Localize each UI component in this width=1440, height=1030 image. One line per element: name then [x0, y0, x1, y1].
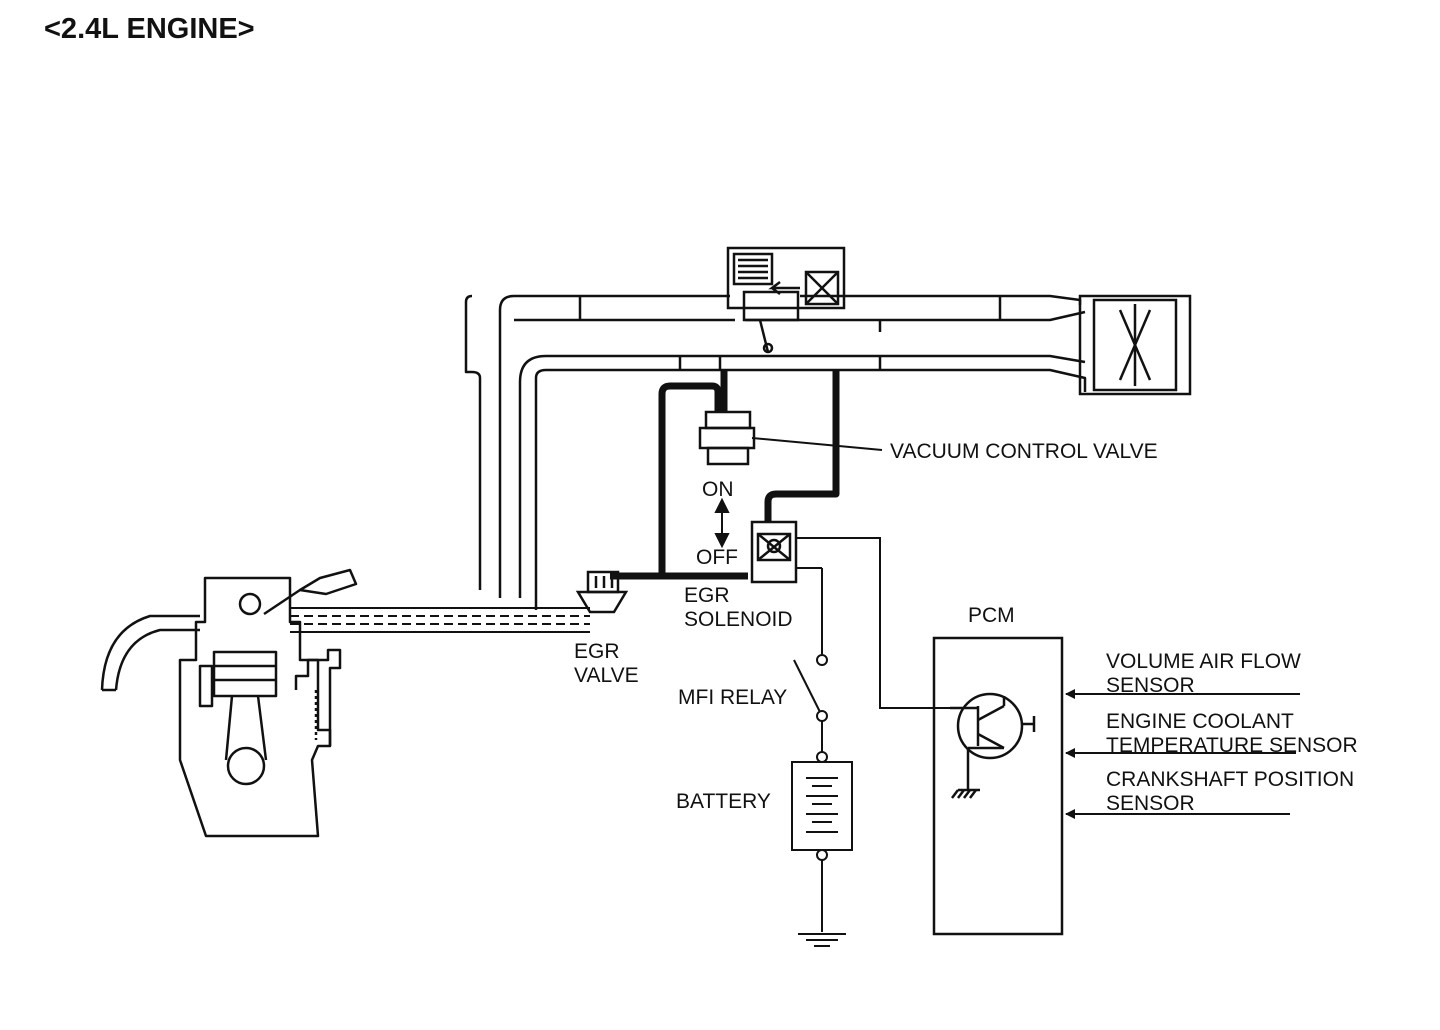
label-egr-valve-1: EGR [574, 640, 620, 663]
engine-cross-section [100, 568, 358, 838]
label-ect-sensor-2: TEMPERATURE SENSOR [1106, 734, 1358, 757]
label-pcm: PCM [968, 604, 1015, 627]
label-battery: BATTERY [676, 790, 771, 813]
label-vacuum-control-valve: VACUUM CONTROL VALVE [890, 440, 1158, 463]
label-mfi-relay: MFI RELAY [678, 686, 787, 709]
label-ect-sensor-1: ENGINE COOLANT [1106, 710, 1294, 733]
label-egr-valve-2: VALVE [574, 664, 639, 687]
label-egr-solenoid-1: EGR [684, 584, 730, 607]
intake-duct [464, 294, 1087, 610]
relay-battery-circuit [791, 567, 853, 947]
egr-solenoid [750, 520, 950, 709]
label-vaf-sensor-2: SENSOR [1106, 674, 1195, 697]
label-ckp-sensor-1: CRANKSHAFT POSITION [1106, 768, 1354, 791]
pcm-box [932, 636, 1064, 936]
vacuum-hoses [610, 370, 840, 580]
sensor-inputs [1065, 689, 1300, 819]
air-cleaner [1078, 294, 1192, 396]
egr-passage [290, 607, 590, 633]
vacuum-control-valve [698, 410, 883, 466]
label-off: OFF [696, 546, 738, 569]
label-vaf-sensor-1: VOLUME AIR FLOW [1106, 650, 1301, 673]
label-on: ON [702, 478, 734, 501]
label-egr-solenoid-2: SOLENOID [684, 608, 793, 631]
label-ckp-sensor-2: SENSOR [1106, 792, 1195, 815]
diagram-title: <2.4L ENGINE> [44, 13, 255, 45]
on-off-arrow [714, 497, 730, 549]
throttle-body [726, 246, 846, 354]
egr-valve [575, 570, 629, 614]
